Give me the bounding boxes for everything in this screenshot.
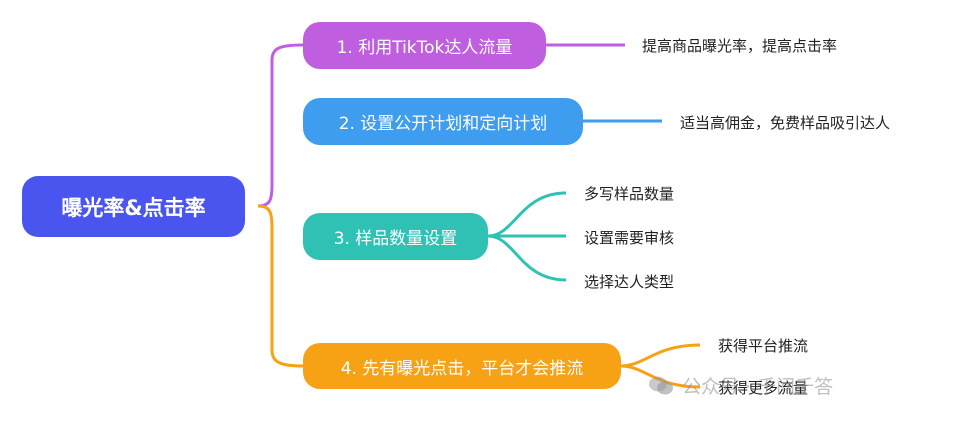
leaf-b4-1: 获得平台推流 xyxy=(718,337,809,355)
connector-b3-leaf-3 xyxy=(487,234,567,282)
root-node: 曝光率&点击率 xyxy=(22,176,245,237)
leaf-b1-1: 提高商品曝光率，提高点击率 xyxy=(642,37,838,55)
watermark-text: 公众号 · 千问千答 xyxy=(682,376,834,398)
connector-root-b4 xyxy=(257,204,304,368)
watermark: 公众号 · 千问千答 xyxy=(648,372,833,399)
root-label: 曝光率&点击率 xyxy=(61,195,206,220)
branch-label-2: 2. 设置公开计划和定向计划 xyxy=(338,114,548,134)
wechat-icon xyxy=(648,375,674,397)
connector-root-b1 xyxy=(257,43,304,208)
branch-node-3: 3. 样品数量设置 xyxy=(303,213,488,260)
branch-node-2: 2. 设置公开计划和定向计划 xyxy=(303,98,583,145)
connector-b3-leaf-1 xyxy=(487,191,567,238)
connector-b4-leaf-1 xyxy=(620,343,701,368)
leaf-b3-3: 选择达人类型 xyxy=(584,273,675,291)
leaf-b3-1: 多写样品数量 xyxy=(584,185,675,203)
branch-label-1: 1. 利用TikTok达人流量 xyxy=(336,38,513,58)
branch-label-3: 3. 样品数量设置 xyxy=(333,229,458,249)
leaf-b4-2: 获得更多流量 xyxy=(718,379,809,397)
branch-node-1: 1. 利用TikTok达人流量 xyxy=(303,22,546,69)
branch-label-4: 4. 先有曝光点击，平台才会推流 xyxy=(340,358,584,379)
leaf-b2-1: 适当高佣金，免费样品吸引达人 xyxy=(680,114,891,132)
connector-b4-leaf-2 xyxy=(620,364,701,389)
branch-node-4: 4. 先有曝光点击，平台才会推流 xyxy=(303,343,621,389)
leaf-b3-2: 设置需要审核 xyxy=(584,229,675,247)
